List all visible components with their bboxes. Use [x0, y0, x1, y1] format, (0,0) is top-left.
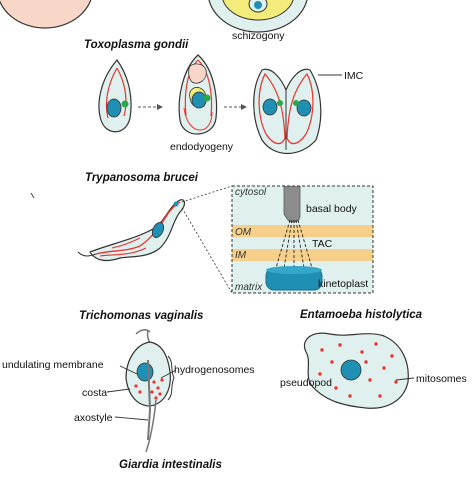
title-trichomonas: Trichomonas vaginalis	[79, 310, 203, 322]
title-entamoeba: Entamoeba histolytica	[300, 309, 423, 321]
top-cropped-cell-right	[208, 0, 308, 33]
leader-hydrogenosomes	[160, 369, 177, 379]
trypanosome-cell	[77, 199, 186, 262]
label-matrix: matrix	[235, 282, 263, 293]
toxoplasma-cell-1	[98, 59, 132, 133]
label-cytosol: cytosol	[235, 187, 267, 198]
leader-undulating-membrane	[119, 365, 138, 375]
label-pseudopod: pseudopod	[280, 377, 332, 389]
label-mitosomes: mitosomes	[416, 373, 467, 385]
stray-mark	[30, 192, 35, 199]
leader-costa	[106, 388, 131, 393]
label-basal-body: basal body	[306, 203, 358, 215]
label-schizogony: schizogony	[232, 30, 285, 42]
label-tac: TAC	[312, 238, 333, 250]
label-hydrogenosomes: hydrogenosomes	[174, 364, 255, 376]
zoom-line-top	[181, 185, 233, 203]
title-giardia: Giardia intestinalis	[119, 459, 222, 471]
label-kinetoplast: kinetoplast	[318, 278, 368, 290]
leader-mitosomes	[395, 377, 415, 381]
label-om: OM	[235, 227, 252, 238]
label-im: IM	[235, 250, 247, 261]
leader-axostyle	[114, 416, 149, 421]
label-endodyogeny: endodyogeny	[170, 141, 234, 153]
title-toxoplasma: Toxoplasma gondii	[84, 39, 189, 51]
label-undulating-membrane: undulating membrane	[2, 359, 104, 371]
label-costa: costa	[82, 387, 107, 399]
toxoplasma-cell-3	[253, 68, 322, 154]
label-axostyle: axostyle	[74, 412, 113, 424]
top-cropped-cell-left	[0, 0, 92, 29]
zoom-box-border	[231, 185, 374, 294]
trichomonas-cell	[125, 329, 175, 453]
toxoplasma-cell-2	[178, 54, 218, 135]
kinetoplast-zoom-box	[232, 186, 373, 293]
entamoeba-cell	[303, 332, 409, 409]
title-trypanosoma: Trypanosoma brucei	[85, 172, 199, 184]
zoom-line-bottom	[181, 207, 233, 294]
label-imc: IMC	[344, 70, 364, 82]
